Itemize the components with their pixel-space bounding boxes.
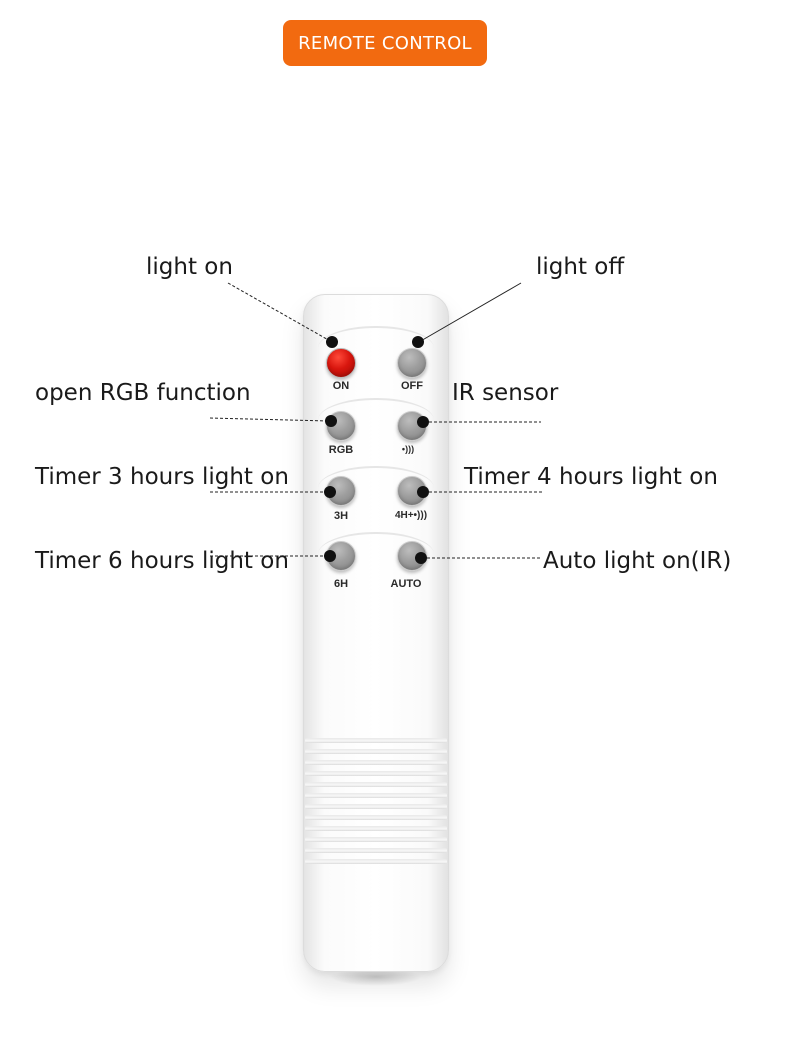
grip-ridge	[305, 826, 447, 831]
grip-ridge	[305, 738, 447, 743]
callout-timer-6h: Timer 6 hours light on	[35, 548, 289, 574]
grip-ridge	[305, 793, 447, 798]
rgb-button-label: RGB	[328, 444, 354, 456]
callout-light-on: light on	[146, 254, 233, 280]
grip-ridge	[305, 771, 447, 776]
remote-control-title-badge: REMOTE CONTROL	[283, 20, 487, 66]
timer-6h-button-label: 6H	[333, 578, 349, 590]
timer-3h-button[interactable]	[326, 476, 356, 506]
ir-sensor-button[interactable]	[397, 411, 427, 441]
timer-3h-button-label: 3H	[333, 510, 349, 522]
button-row-divider	[318, 326, 434, 348]
grip-ridge	[305, 859, 447, 864]
callout-ir-sensor: IR sensor	[452, 380, 559, 406]
grip-ridge	[305, 749, 447, 754]
callout-timer-4h: Timer 4 hours light on	[464, 464, 718, 490]
button-row-divider	[318, 398, 434, 420]
grip-ridge	[305, 837, 447, 842]
remote-control-body	[303, 294, 449, 972]
callout-auto-ir: Auto light on(IR)	[543, 548, 732, 574]
callout-light-off: light off	[536, 254, 625, 280]
grip-ridge	[305, 815, 447, 820]
on-button-label: ON	[332, 380, 350, 392]
grip-ridge	[305, 782, 447, 787]
rgb-button[interactable]	[326, 411, 356, 441]
auto-button[interactable]	[397, 541, 427, 571]
callout-timer-3h: Timer 3 hours light on	[35, 464, 289, 490]
grip-ridge	[305, 848, 447, 853]
timer-4h-button-label: 4H+•)))	[394, 510, 428, 521]
timer-6h-button[interactable]	[326, 541, 356, 571]
off-button[interactable]	[397, 348, 427, 378]
off-button-label: OFF	[401, 380, 423, 392]
button-row-divider	[318, 532, 434, 554]
auto-button-label: AUTO	[390, 578, 422, 590]
grip-ridge	[305, 760, 447, 765]
remote-shadow	[330, 968, 422, 986]
ir-sensor-icon: •)))	[401, 444, 415, 454]
button-row-divider	[318, 466, 434, 488]
timer-4h-button[interactable]	[397, 476, 427, 506]
callout-open-rgb: open RGB function	[35, 380, 251, 406]
on-button[interactable]	[326, 348, 356, 378]
grip-ridge	[305, 804, 447, 809]
